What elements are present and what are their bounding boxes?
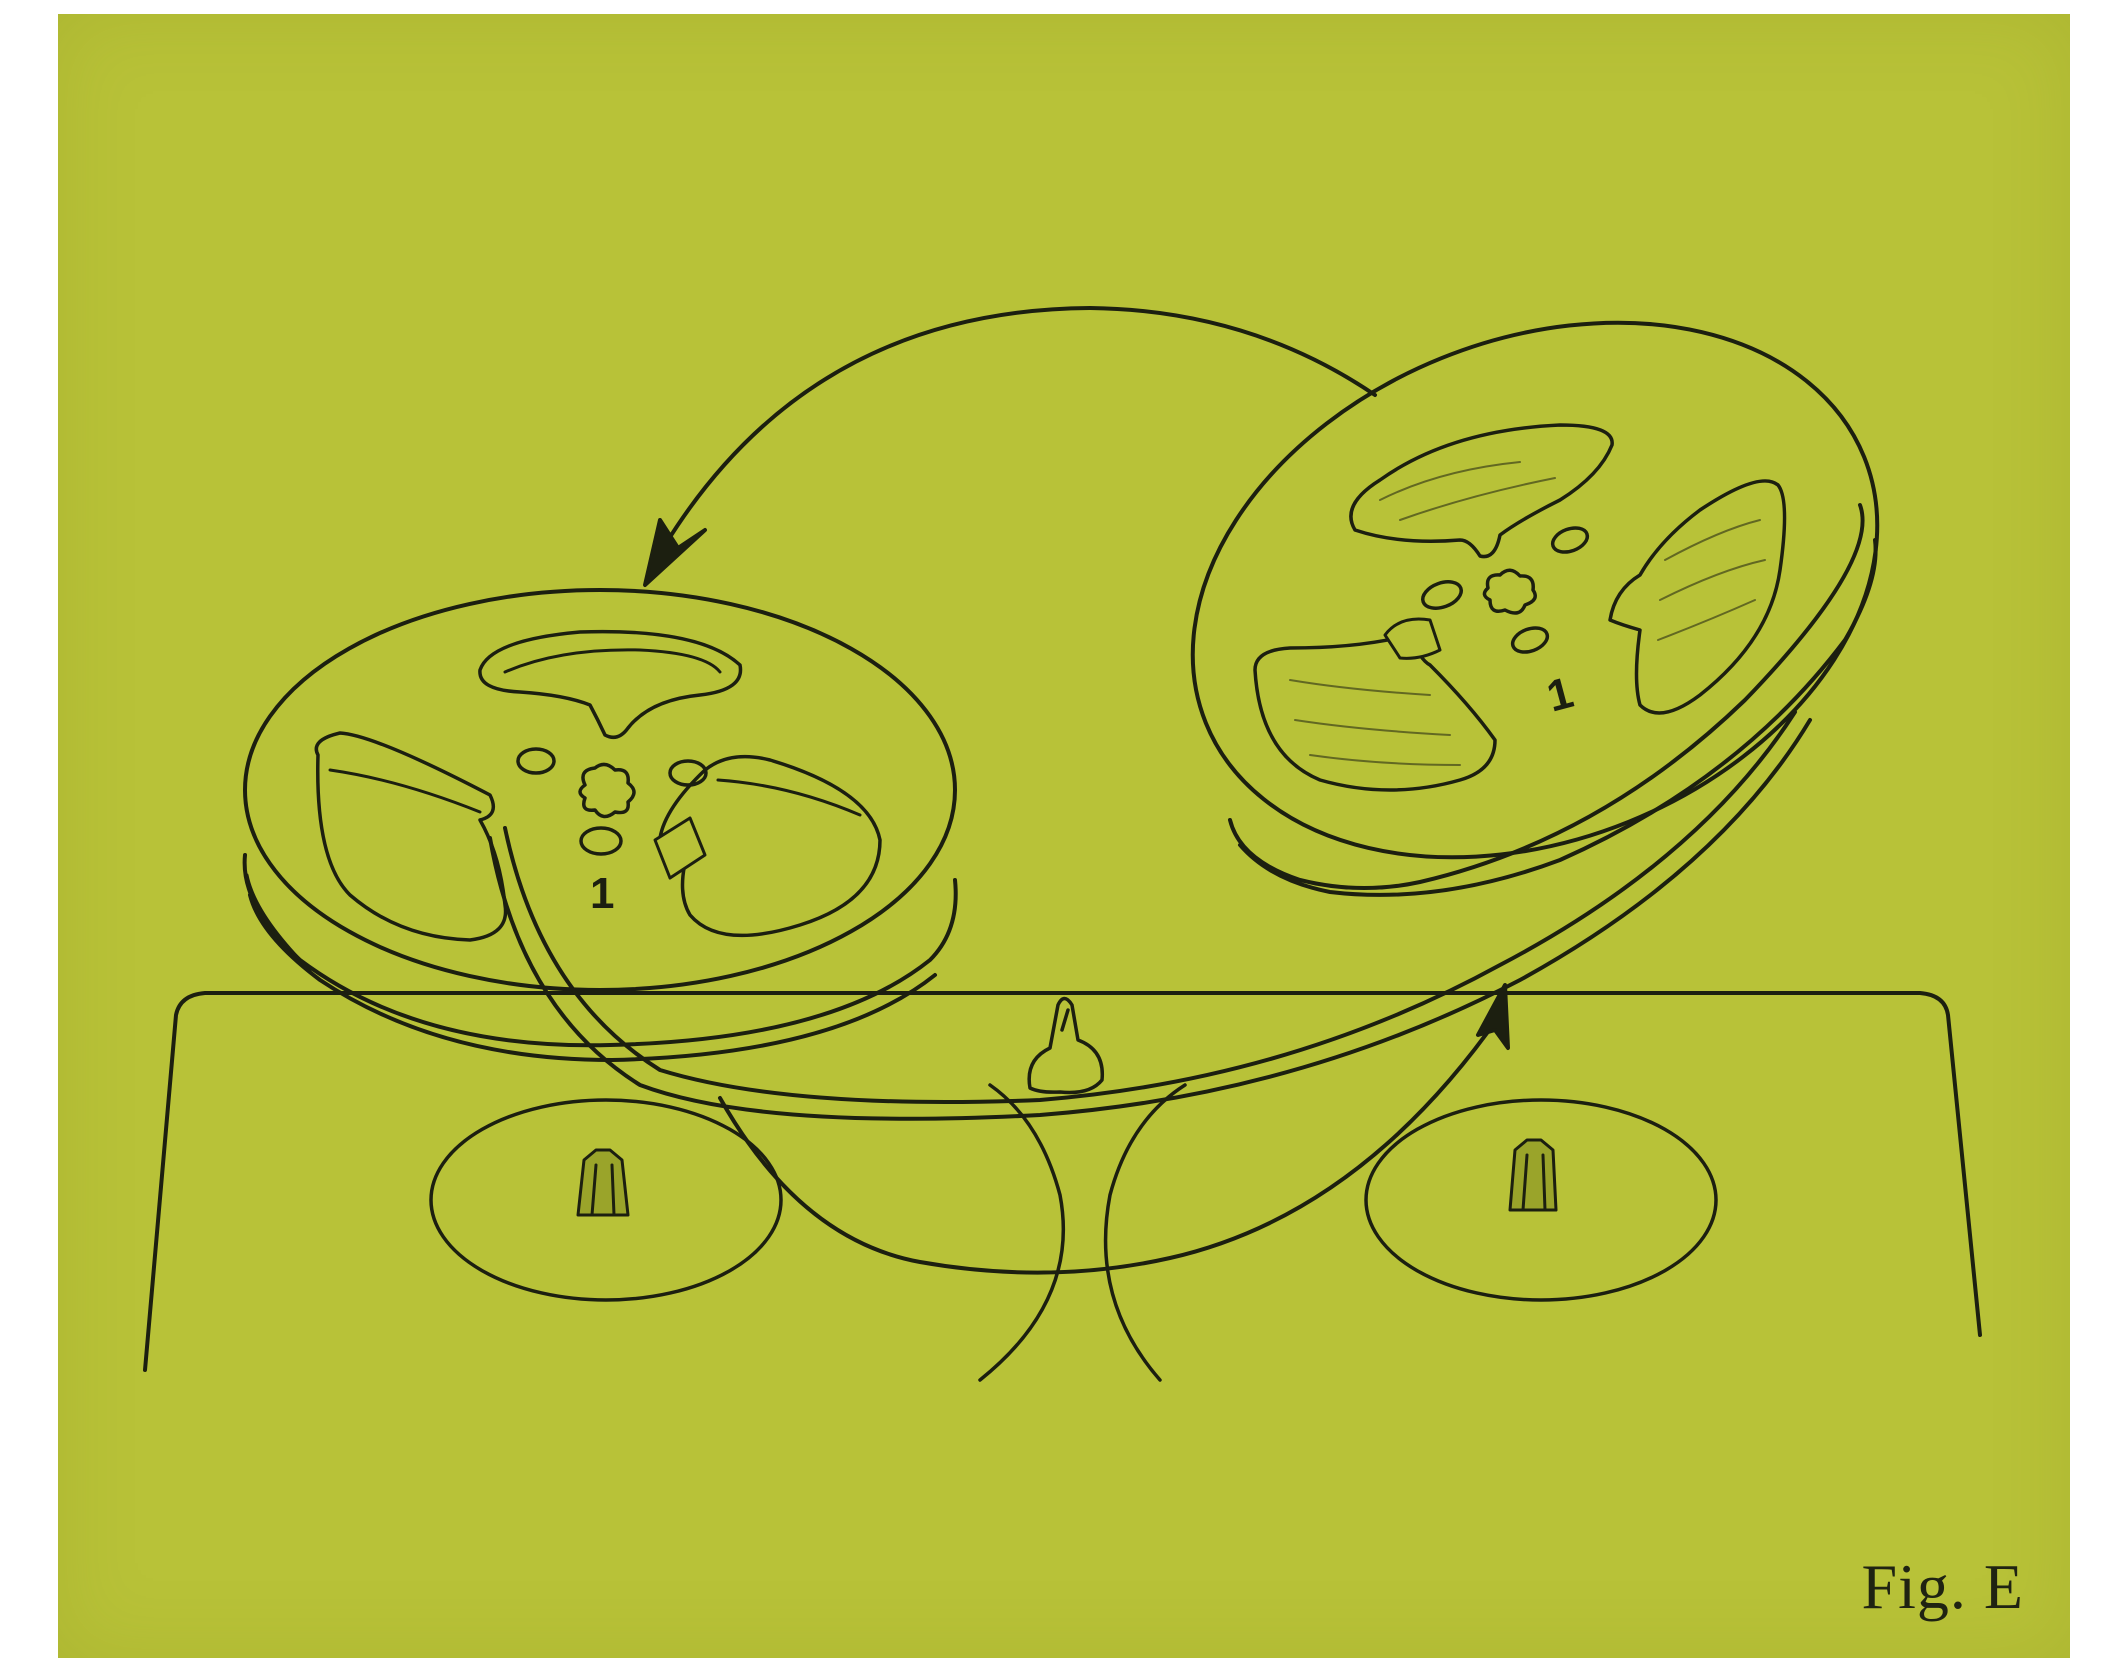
center-guide-curves [980,1085,1185,1380]
transfer-arrow-icon [645,308,1375,585]
left-reel: 1 [245,590,956,1060]
figure-caption: Fig. E [1862,1550,2024,1624]
left-spindle-icon [578,1150,628,1215]
tape-head [1029,999,1102,1093]
left-reel-number: 1 [590,869,614,918]
right-reel: 1 [1112,225,1958,955]
right-spindle-icon [1510,1140,1556,1210]
right-reel-number: 1 [1542,668,1578,722]
threading-arrow-icon [720,985,1508,1273]
deck-body [145,993,1980,1370]
